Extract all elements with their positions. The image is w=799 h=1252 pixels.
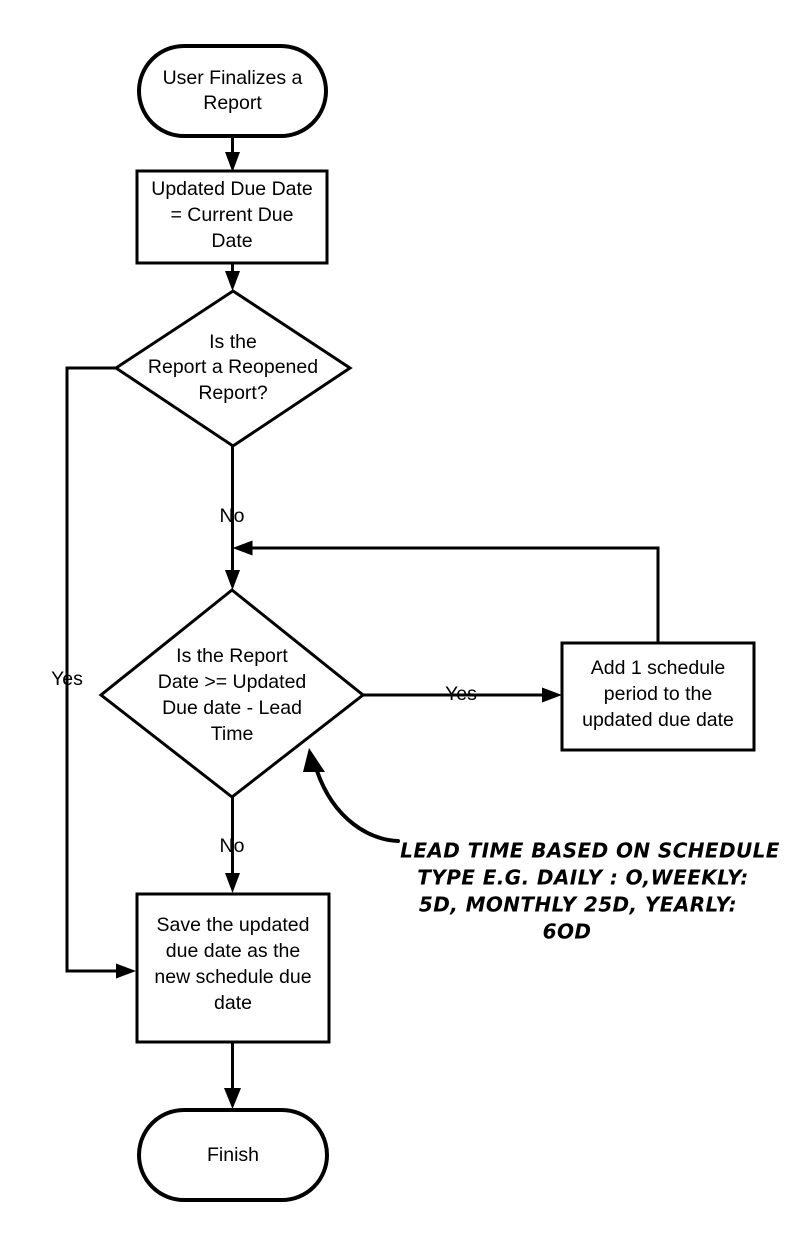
edge-add-period-loopback <box>232 540 660 643</box>
edge-reopened-yes-to-save <box>65 366 136 979</box>
node-start[interactable]: User Finalizes a Report <box>137 44 328 138</box>
arrowhead-icon <box>116 963 136 979</box>
save-due-date-box-shape <box>135 892 331 1044</box>
arrowhead-icon <box>303 748 325 772</box>
node-set-due-date-label-line1: Updated Due Date <box>151 178 313 200</box>
arrowhead-icon <box>542 687 562 703</box>
edge-label-lead-time-no: No <box>220 835 245 857</box>
node-set-due-date[interactable]: Updated Due Date = Current Due Date <box>135 169 329 265</box>
edge-reopened-no-to-lead-time <box>225 446 240 590</box>
edge-label-reopened-yes: Yes <box>51 668 83 690</box>
add-period-box-shape <box>560 641 756 752</box>
node-add-period-label-line3: updated due date <box>582 709 734 731</box>
annotation-note: LEAD TIME BASED ON SCHEDULE TYPE E.G. DA… <box>400 839 780 944</box>
node-add-period[interactable]: Add 1 schedule period to the updated due… <box>560 641 756 752</box>
arrowhead-icon <box>225 570 240 590</box>
node-start-label-line2: Report <box>203 92 262 114</box>
arrowhead-icon <box>232 540 253 556</box>
node-save-due-date-label-line2: due date as the <box>166 940 300 962</box>
annotation-line2: TYPE E.G. DAILY : O,WEEKLY: <box>417 866 748 890</box>
lead-time-decision-diamond-shape <box>98 588 366 799</box>
node-reopened-decision-label-line3: Report? <box>198 382 268 404</box>
node-save-due-date-label-line1: Save the updated <box>157 914 310 936</box>
set-due-date-box-shape <box>135 169 329 265</box>
node-lead-time-decision[interactable]: Is the Report Date >= Updated Due date -… <box>98 588 366 799</box>
annotation-line4: 6OD <box>543 920 592 944</box>
node-add-period-label-line2: period to the <box>604 683 712 705</box>
node-start-label-line1: User Finalizes a <box>163 67 303 89</box>
edge-set-due-date-to-reopened <box>225 263 240 291</box>
node-reopened-decision[interactable]: Is the Report a Reopened Report? <box>113 289 353 448</box>
node-save-due-date[interactable]: Save the updated due date as the new sch… <box>135 892 331 1044</box>
edge-label-reopened-no: No <box>220 505 245 527</box>
annotation-line3: 5D, MONTHLY 25D, YEARLY: <box>419 893 737 917</box>
start-terminal-shape <box>137 44 328 138</box>
node-finish[interactable]: Finish <box>137 1108 329 1202</box>
node-save-due-date-label-line3: new schedule due <box>154 966 311 988</box>
edge-lead-time-no-to-save <box>225 797 240 893</box>
edge-label-lead-time-yes: Yes <box>445 683 477 705</box>
edge-lead-time-yes-to-add-period <box>363 687 562 703</box>
node-set-due-date-label-line2: = Current Due <box>170 204 293 226</box>
node-lead-time-decision-label-line4: Time <box>211 723 254 745</box>
annotation-pointer-arrow <box>303 748 400 843</box>
finish-terminal-shape <box>137 1108 329 1202</box>
node-reopened-decision-label-line1: Is the <box>209 331 257 353</box>
node-lead-time-decision-label-line3: Due date - Lead <box>162 697 302 719</box>
arrowhead-icon <box>225 271 240 291</box>
arrowhead-icon <box>225 873 240 893</box>
edge-save-to-finish <box>224 1042 241 1109</box>
edge-start-to-set-due-date <box>225 136 240 172</box>
reopened-decision-diamond-shape <box>113 289 353 448</box>
arrowhead-icon <box>225 152 240 172</box>
node-add-period-label-line1: Add 1 schedule <box>591 657 725 679</box>
node-finish-label: Finish <box>207 1144 259 1166</box>
node-lead-time-decision-label-line1: Is the Report <box>176 645 288 667</box>
annotation-line1: LEAD TIME BASED ON SCHEDULE <box>400 839 780 863</box>
node-reopened-decision-label-line2: Report a Reopened <box>148 356 318 378</box>
arrowhead-icon <box>224 1088 241 1109</box>
node-set-due-date-label-line3: Date <box>211 230 252 252</box>
node-lead-time-decision-label-line2: Date >= Updated <box>158 671 307 693</box>
node-save-due-date-label-line4: date <box>214 992 252 1014</box>
